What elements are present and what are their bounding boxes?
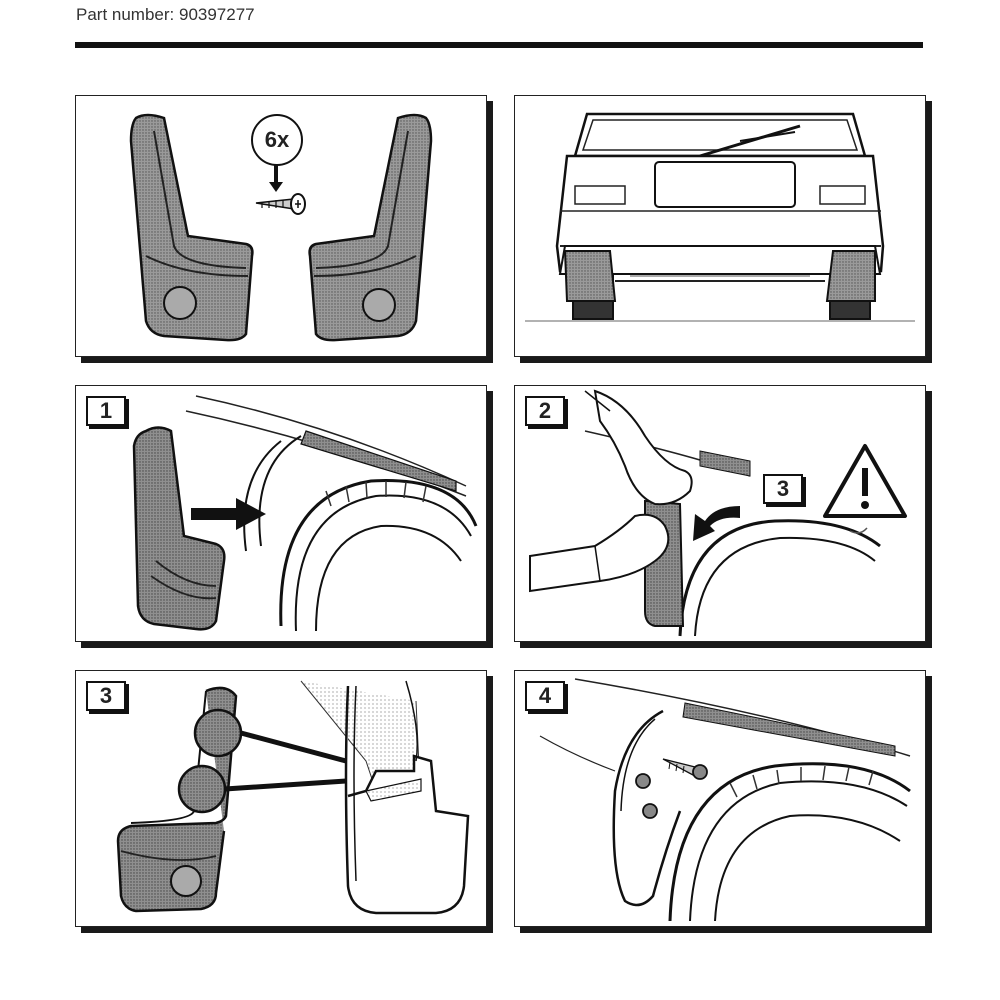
car-rear-illustration [525,112,915,322]
press-arrow-icon [693,506,740,541]
panel-step-4: 4 [514,670,926,927]
step-number-badge: 4 [525,681,565,711]
quantity-badge: 6x [251,114,303,166]
hand-lower-icon [529,513,670,593]
panel-vehicle-rear [514,95,926,357]
part-number: Part number: 90397277 [76,5,255,24]
hand-upper-icon [593,389,693,506]
detail-magnifier-icon [193,708,243,758]
step-1-illustration [132,395,478,632]
panel-step-3: 3 [75,670,487,927]
panel-step-1: 1 [75,385,487,642]
detail-magnifier-icon [177,764,227,814]
screw-head-icon [635,773,651,789]
step-number-badge: 1 [86,396,126,426]
header-rule [75,42,923,48]
screw-head-icon [642,803,658,819]
step-3-illustration [116,680,470,915]
step-number-badge: 3 [86,681,126,711]
step-number-badge: 2 [525,396,565,426]
parts-illustration [129,113,433,342]
reference-step-badge: 3 [763,474,803,504]
screw-icon [255,193,306,215]
insert-arrow-icon [191,498,266,530]
panel-step-2: 2 3 [514,385,926,642]
screw-icon [662,758,708,780]
panel-parts-overview: 6x [75,95,487,357]
step-4-illustration [539,678,911,922]
step-2-illustration [529,389,907,637]
warning-triangle-icon [823,444,907,518]
